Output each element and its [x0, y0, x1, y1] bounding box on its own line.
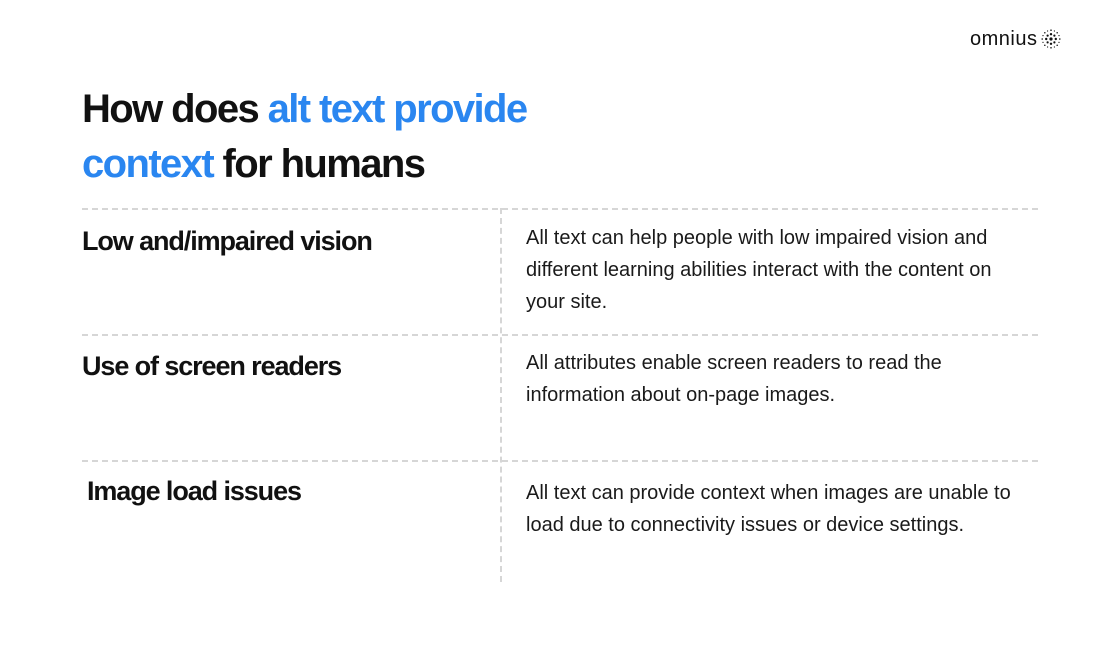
title-accent-1: alt text provide — [267, 87, 529, 131]
title-part-1: How does — [82, 87, 268, 131]
context-table: Low and/impaired vision All text can hel… — [82, 208, 1038, 582]
row-divider — [82, 460, 1038, 462]
column-divider — [500, 208, 502, 582]
row-divider — [82, 208, 1038, 210]
row-title-low-vision: Low and/impaired vision — [82, 226, 373, 256]
row-description-low-vision: All text can help people with low impair… — [526, 227, 992, 313]
row-title-screen-readers: Use of screen readers — [82, 351, 342, 381]
omnius-logo-icon — [1041, 29, 1062, 49]
brand-logo: omnius — [970, 28, 1062, 50]
row-description-image-load: All text can provide context when images… — [526, 482, 1011, 536]
title-accent-2: context — [82, 142, 215, 186]
row-title-image-load: Image load issues — [87, 476, 302, 506]
title-part-2: for humans — [213, 142, 426, 186]
row-description-screen-readers: All attributes enable screen readers to … — [526, 352, 942, 406]
page-title: How does alt text provide context for hu… — [82, 82, 602, 192]
row-divider — [82, 334, 1038, 336]
brand-name: omnius — [970, 28, 1038, 50]
